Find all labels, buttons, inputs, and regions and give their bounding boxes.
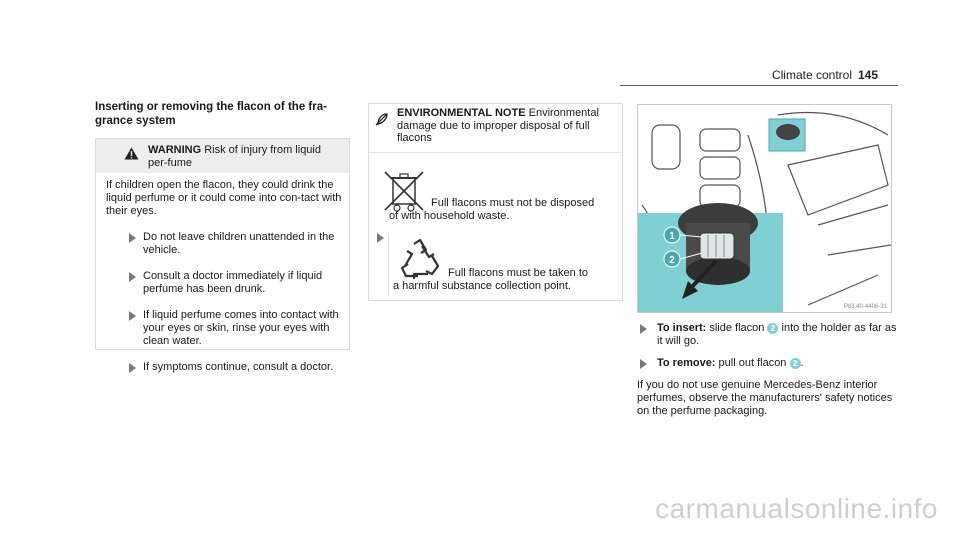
bullet-text: If liquid perfume comes into contact wit…: [143, 309, 339, 347]
step1-pre: slide flacon: [709, 322, 765, 334]
page-number: 145: [857, 68, 878, 82]
warning-bullet: Consult a doctor immediately if liquid p…: [106, 270, 343, 296]
bullet-arrow-icon: [377, 233, 384, 243]
bullet-arrow-icon: [129, 233, 136, 243]
warning-label: WARNING: [148, 144, 202, 156]
warning-triangle-icon: [124, 147, 139, 160]
environmental-note-box: ENVIRONMENTAL NOTE Environmental damage …: [368, 103, 623, 301]
bullet-arrow-icon: [129, 311, 136, 321]
env-text: ENVIRONMENTAL NOTE Environmental damage …: [397, 107, 617, 145]
header-rule: [620, 85, 898, 86]
warning-bullet: If symptoms continue, consult a doctor.: [106, 361, 343, 374]
step2-post: .: [800, 357, 804, 369]
warning-box: WARNING Risk of injury from liquid per-f…: [95, 138, 350, 373]
recycle-text-line-1: Full flacons must be taken to: [448, 267, 589, 279]
warning-header: WARNING Risk of injury from liquid per-f…: [96, 139, 349, 173]
section-heading: Inserting or removing the flacon of the …: [95, 101, 327, 127]
environment-leaf-icon: [375, 113, 388, 126]
callout-1: 1: [669, 231, 675, 242]
step1-post: into the holder as far as it will go.: [657, 322, 897, 347]
instruction-insert: To insert: slide flacon 2 into the holde…: [637, 322, 897, 348]
recycle-icon: [400, 238, 440, 279]
dashboard-drawing: 1 2: [638, 111, 891, 312]
step2-pre: pull out flacon: [718, 357, 787, 369]
env-divider: [388, 235, 389, 296]
env-label: ENVIRONMENTAL NOTE: [397, 107, 526, 119]
instruction-remove: To remove: pull out flacon 2.: [637, 357, 897, 370]
crossed-out-bin-icon: [384, 171, 424, 212]
bullet-arrow-icon: [129, 272, 136, 282]
env-header: ENVIRONMENTAL NOTE Environmental damage …: [369, 104, 622, 153]
warning-bullet: Do not leave children unattended in the …: [106, 231, 343, 257]
callout-badge: 2: [789, 357, 801, 369]
instructions: To insert: slide flacon 2 into the holde…: [637, 322, 897, 418]
bullet-arrow-icon: [640, 359, 647, 369]
bullet-text: Do not leave children unattended in the …: [143, 231, 335, 256]
bullet-text: If symptoms continue, consult a doctor.: [143, 361, 334, 373]
illustration-code: P83.40-4406-31: [843, 304, 887, 310]
env-title: Environmental damage due to improper dis…: [397, 107, 599, 144]
warning-bullet: If liquid perfume comes into contact wit…: [106, 309, 343, 348]
warning-title: Risk of injury from liquid per-fume: [148, 144, 321, 169]
callout-2: 2: [669, 255, 675, 266]
warning-text: WARNING Risk of injury from liquid per-f…: [148, 144, 338, 170]
callout-badge: 2: [767, 322, 779, 334]
fragrance-holder-illustration: 1 2 P83.40-4406-31: [637, 104, 892, 313]
bullet-arrow-icon: [129, 363, 136, 373]
safety-note: If you do not use genuine Mercedes-Benz …: [637, 379, 893, 417]
bin-text-line-2: of with household waste.: [389, 210, 510, 222]
warning-body: If children open the flacon, they could …: [96, 173, 349, 374]
step1-label: To insert:: [657, 322, 707, 334]
section-title: Climate control: [771, 68, 852, 82]
recycle-text-line-2: a harmful substance collection point.: [393, 280, 571, 292]
bullet-text: Consult a doctor immediately if liquid p…: [143, 270, 323, 295]
step2-label: To remove:: [657, 357, 716, 369]
bin-text-line-1: Full flacons must not be disposed: [431, 197, 595, 209]
bullet-arrow-icon: [640, 324, 647, 334]
watermark: carmanualsonline.info: [655, 493, 938, 524]
warning-intro: If children open the flacon, they could …: [106, 179, 342, 217]
